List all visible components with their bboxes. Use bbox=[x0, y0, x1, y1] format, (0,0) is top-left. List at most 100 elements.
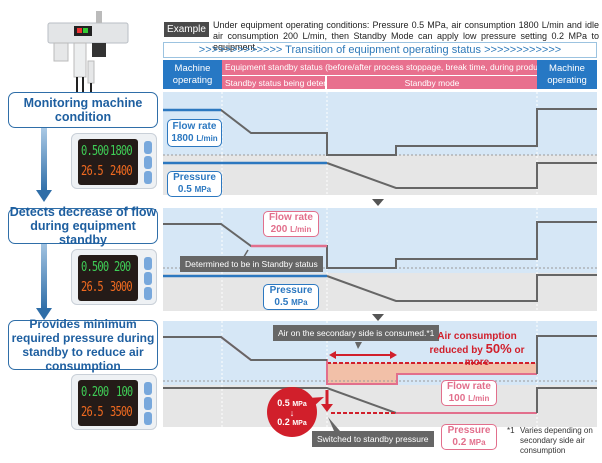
display-temperature: 26.5 bbox=[81, 280, 104, 295]
device-display-2: 0.500 200 26.5 3000 bbox=[71, 249, 157, 305]
bubble-unit: MPa bbox=[292, 420, 307, 427]
display-pressure: 0.500 bbox=[81, 260, 109, 275]
pressure-area bbox=[163, 273, 597, 311]
standby-mode-header: Standby mode bbox=[327, 75, 537, 89]
bubble-to: 0.2 bbox=[277, 417, 290, 427]
pressure-label-value: 0.5 bbox=[177, 184, 192, 195]
pressure-label-unit: MPa bbox=[291, 298, 308, 307]
flow-line bbox=[163, 221, 597, 269]
device-display-3: 0.200 100 26.5 3500 bbox=[71, 374, 157, 430]
device-screen: 0.500 1800 26.5 2400 bbox=[78, 139, 138, 185]
reduction-percent: 50% bbox=[485, 341, 512, 356]
pressure-label-title: Pressure bbox=[269, 285, 313, 296]
switched-pressure-callout: Switched to standby pressure bbox=[312, 431, 434, 447]
example-text: Under equipment operating conditions: Pr… bbox=[213, 20, 599, 52]
pressure-line bbox=[326, 274, 597, 302]
display-total: 2400 bbox=[110, 164, 133, 179]
arrow-down-icon bbox=[321, 404, 333, 412]
flow-label-value: 100 bbox=[448, 393, 466, 404]
machine-operating-label: Machine operating bbox=[547, 62, 587, 86]
pressure-line bbox=[163, 387, 397, 414]
display-flow: 200 bbox=[114, 260, 131, 275]
step-monitoring: Monitoring machine condition bbox=[8, 92, 158, 128]
transition-bar: >>>>>>>>>>>>> Transition of equipment op… bbox=[163, 42, 597, 58]
arrow-right-icon bbox=[390, 351, 397, 359]
flow-label-title: Flow rate bbox=[172, 121, 217, 132]
device-button bbox=[144, 257, 152, 270]
arrow-down-icon bbox=[36, 308, 52, 320]
flow-label-value: 200 bbox=[270, 224, 288, 235]
footnote-mark: *1 bbox=[507, 426, 515, 435]
pressure-label-unit: MPa bbox=[194, 185, 212, 194]
timing-panel-1 bbox=[163, 92, 597, 206]
reduction-prefix: reduced by bbox=[429, 345, 486, 356]
flow-area bbox=[163, 92, 597, 155]
arrow-down-icon bbox=[36, 190, 52, 202]
standby-status-header: Equipment standby status (before/after p… bbox=[222, 60, 602, 75]
standby-determined-callout: Determined to be in Standby status bbox=[180, 256, 323, 272]
display-total: 3000 bbox=[110, 280, 133, 295]
pressure-line-recover bbox=[536, 387, 597, 413]
pressure-label-1: Pressure 0.5 MPa bbox=[167, 171, 222, 197]
reduction-line-1: Air consumption bbox=[437, 331, 517, 342]
pressure-label-value: 0.2 bbox=[452, 437, 467, 448]
flow-rate-label-3: Flow rate 100 L/min bbox=[441, 380, 497, 406]
product-image bbox=[47, 11, 129, 93]
pressure-label-3: Pressure 0.2 MPa bbox=[441, 424, 497, 450]
display-pressure: 0.200 bbox=[81, 385, 109, 400]
pressure-change-bubble bbox=[267, 387, 317, 437]
device-button bbox=[144, 156, 152, 169]
display-total: 3500 bbox=[110, 405, 133, 420]
example-tag: Example bbox=[164, 22, 209, 37]
bubble-from: 0.5 bbox=[277, 398, 290, 408]
display-flow: 1800 bbox=[110, 144, 133, 159]
callout-pointer bbox=[355, 342, 362, 349]
display-flow: 100 bbox=[116, 385, 133, 400]
reduction-area bbox=[327, 363, 537, 374]
secondary-air-callout: Air on the secondary side is consumed.*1 bbox=[273, 325, 440, 341]
flow-line-initial bbox=[163, 336, 327, 361]
flow-label-unit: L/min bbox=[196, 134, 218, 143]
bubble-unit: MPa bbox=[292, 401, 307, 408]
timing-panel-3 bbox=[163, 321, 597, 437]
flow-line-recover bbox=[536, 335, 597, 374]
standby-determining-header: Standby status being determined. bbox=[222, 75, 352, 89]
next-step-arrow-icon bbox=[372, 314, 384, 321]
step-minimum-pressure: Provides minimum required pressure durin… bbox=[8, 317, 158, 373]
reduction-message: Air consumption reduced by 50% or more bbox=[417, 331, 537, 369]
callout-pointer bbox=[328, 417, 340, 431]
pressure-area bbox=[163, 385, 597, 427]
process-flow-arrows bbox=[36, 120, 52, 320]
flow-rate-label-1: Flow rate 1800 L/min bbox=[167, 119, 222, 147]
display-temperature: 26.5 bbox=[81, 164, 104, 179]
machine-operating-end: Machine operating bbox=[537, 60, 597, 89]
pressure-label-value: 0.5 bbox=[274, 297, 289, 308]
pressure-change-text: 0.5 MPa ↓ 0.2 MPa bbox=[270, 399, 314, 428]
device-button bbox=[144, 141, 152, 154]
device-button bbox=[144, 382, 152, 395]
flow-label-title: Flow rate bbox=[269, 212, 313, 223]
device-screen: 0.200 100 26.5 3500 bbox=[78, 380, 138, 426]
pressure-label-title: Pressure bbox=[447, 425, 491, 436]
flow-label-unit: L/min bbox=[468, 394, 490, 403]
arrow-down-icon: ↓ bbox=[289, 408, 295, 418]
flow-label-value: 1800 bbox=[171, 133, 194, 144]
reduction-suffix: or more bbox=[464, 345, 525, 368]
device-button bbox=[144, 412, 152, 425]
arrow-left-icon bbox=[329, 351, 336, 359]
flow-rate-label-2: Flow rate 200 L/min bbox=[263, 211, 319, 237]
flow-line bbox=[163, 108, 597, 156]
flow-label-unit: L/min bbox=[290, 225, 312, 234]
pressure-label-unit: MPa bbox=[469, 438, 486, 447]
next-step-arrow-icon bbox=[372, 199, 384, 206]
display-pressure: 0.500 bbox=[81, 144, 109, 159]
device-button bbox=[144, 287, 152, 300]
flow-label-title: Flow rate bbox=[447, 381, 491, 392]
device-button bbox=[144, 272, 152, 285]
step-detects-decrease: Detects decrease of flow during equipmen… bbox=[8, 205, 158, 247]
pressure-label-title: Pressure bbox=[173, 172, 216, 183]
machine-operating-label: Machine operating bbox=[172, 62, 213, 86]
footnote-text: Varies depending on secondary side air c… bbox=[520, 426, 593, 455]
device-display-1: 0.500 1800 26.5 2400 bbox=[71, 133, 157, 189]
